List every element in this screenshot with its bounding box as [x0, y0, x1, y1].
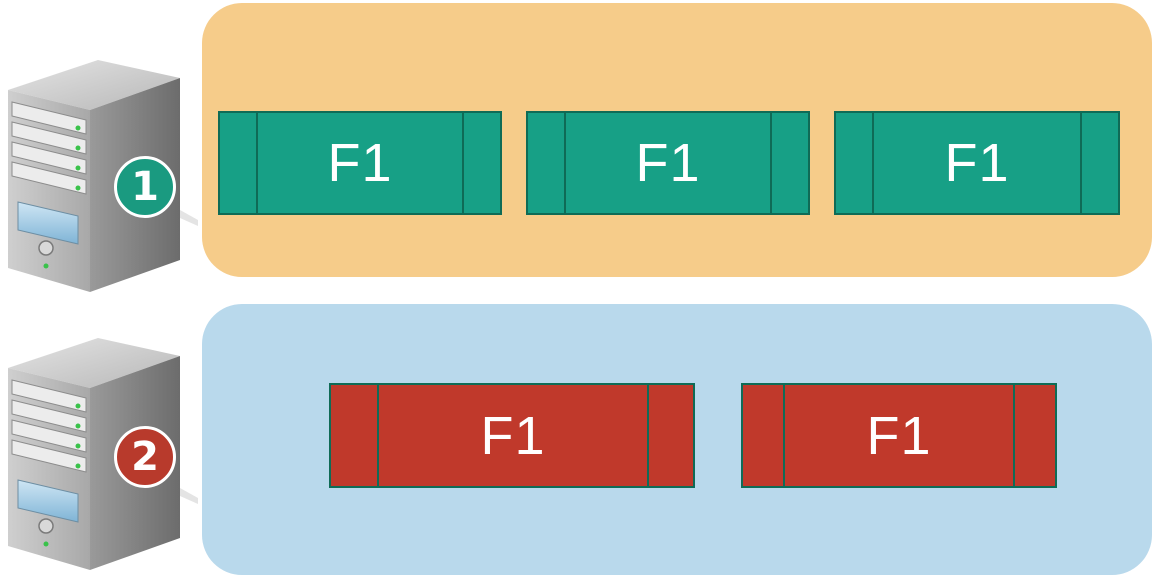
block-left-cap	[331, 385, 377, 486]
server-number-badge-2: 2	[114, 426, 176, 488]
block-left-cap	[528, 113, 564, 213]
block-right-cap	[1082, 113, 1118, 213]
server-tower-icon	[8, 60, 198, 292]
partition-block: F1	[526, 111, 810, 215]
block-label: F1	[256, 113, 464, 213]
block-left-cap	[836, 113, 872, 213]
block-label: F1	[564, 113, 772, 213]
block-label: F1	[783, 385, 1015, 486]
partition-block: F1	[741, 383, 1057, 488]
block-right-cap	[649, 385, 693, 486]
server-tower-icon	[8, 338, 198, 570]
block-left-cap	[220, 113, 256, 213]
partition-block: F1	[218, 111, 502, 215]
block-left-cap	[743, 385, 783, 486]
block-right-cap	[772, 113, 808, 213]
block-label: F1	[872, 113, 1082, 213]
partition-block: F1	[329, 383, 695, 488]
server-number-badge-1: 1	[114, 156, 176, 218]
block-right-cap	[1015, 385, 1055, 486]
partition-block: F1	[834, 111, 1120, 215]
block-right-cap	[464, 113, 500, 213]
block-label: F1	[377, 385, 649, 486]
